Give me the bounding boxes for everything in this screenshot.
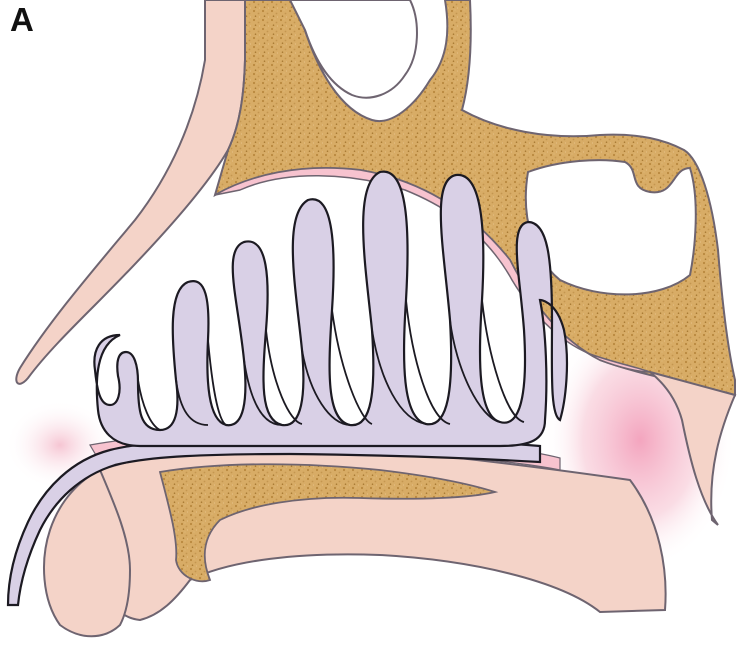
external-nose-soft-tissue: [16, 0, 245, 384]
panel-label: A: [10, 2, 34, 38]
